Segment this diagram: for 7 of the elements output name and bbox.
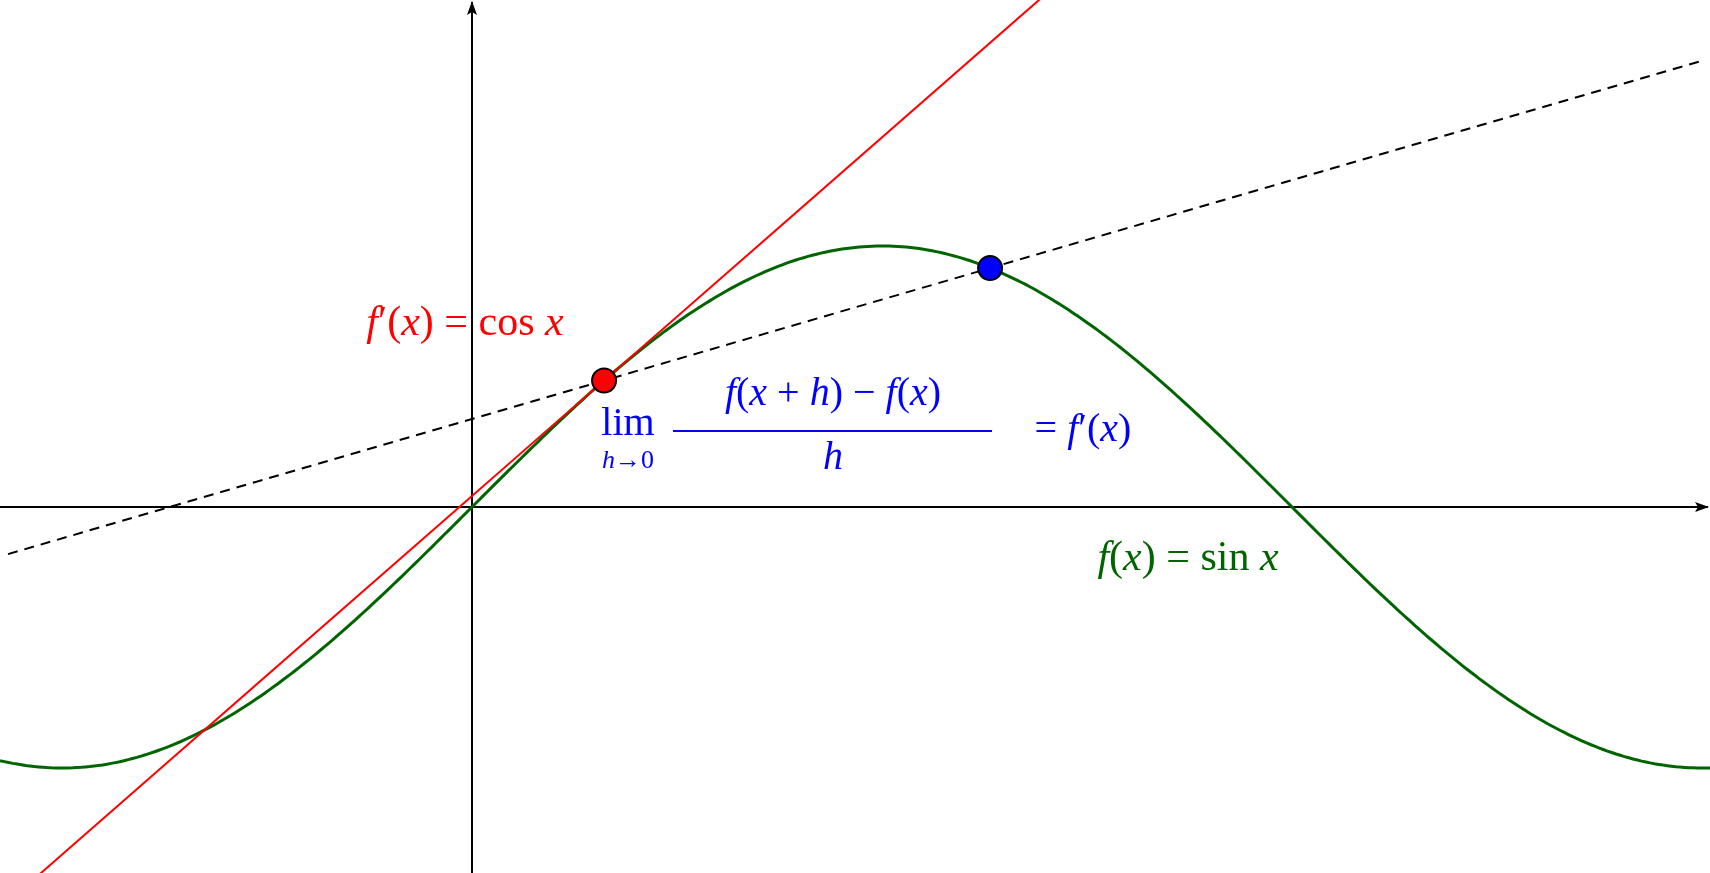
- limit-subscript: h→0: [602, 447, 654, 473]
- limit-result: = f′(x): [1034, 408, 1132, 448]
- limit-operator: lim: [601, 402, 655, 442]
- denominator: h: [823, 436, 843, 476]
- numerator: f(x + h) − f(x): [724, 372, 942, 412]
- derivative-formula: f′(x) = cos x: [366, 300, 564, 342]
- function-formula: f(x) = sin x: [1097, 535, 1279, 577]
